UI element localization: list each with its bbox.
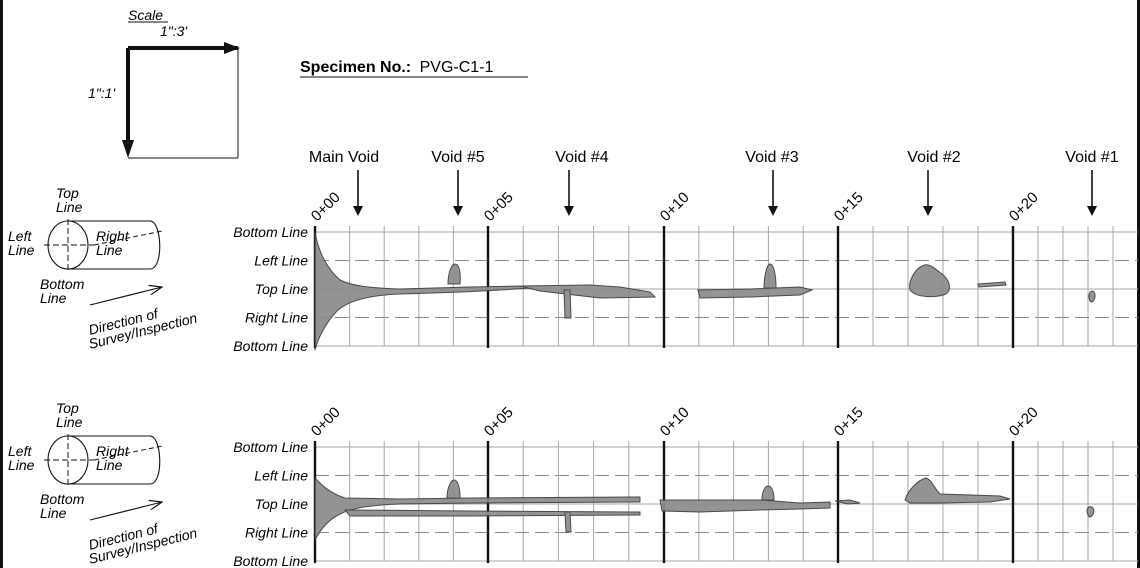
void-label-main: Main Void xyxy=(309,149,379,166)
pipe-key-label: Line xyxy=(8,457,35,473)
pipe-right-line xyxy=(93,230,163,246)
pipe-body xyxy=(68,435,161,485)
pipe-right-line xyxy=(93,445,163,461)
void-2-shape-bottom xyxy=(904,477,1011,504)
row-label: Top Line xyxy=(255,496,308,512)
void-4-drop-bottom xyxy=(564,511,572,533)
row-label: Bottom Line xyxy=(233,439,308,455)
station-label: 0+20 xyxy=(1006,189,1042,225)
lower-trace-bottom xyxy=(343,509,641,517)
void-label-5: Void #5 xyxy=(431,149,484,166)
direction-arrow xyxy=(89,502,162,521)
pipe-key-label: Right xyxy=(96,228,130,244)
void-label-1: Void #1 xyxy=(1065,149,1118,166)
void-label-3: Void #3 xyxy=(745,149,798,166)
row-label: Bottom Line xyxy=(233,553,308,568)
pipe-body xyxy=(68,220,161,270)
pipe-orientation-key: TopLineLeftLineRightLineBottomLineDirect… xyxy=(8,185,199,352)
pipe-key-label: Bottom xyxy=(40,491,85,507)
row-label: Right Line xyxy=(245,310,308,326)
station-label: 0+20 xyxy=(1006,404,1042,440)
void-3-bump-top xyxy=(763,263,777,289)
station-label: 0+15 xyxy=(831,189,867,225)
row-label: Left Line xyxy=(254,253,308,269)
pipe-orientation-key: TopLineLeftLineRightLineBottomLineDirect… xyxy=(8,400,199,567)
void-callouts: Main Void Void #5 Void #4 Void #3 Void #… xyxy=(309,149,1119,216)
pipe-key-label: Right xyxy=(96,443,130,459)
pipe-key-label: Left xyxy=(8,443,32,459)
void-1-shape-top xyxy=(1088,290,1096,303)
row-label: Bottom Line xyxy=(233,338,308,354)
pipe-key-label: Line xyxy=(56,414,83,430)
void-5-shape-top xyxy=(447,263,461,285)
void-2-trace-top xyxy=(977,281,1007,288)
pipe-key-label: Line xyxy=(8,242,35,258)
void-traces-top xyxy=(314,231,1096,351)
scale-vertical-arrowhead xyxy=(122,140,134,158)
svg-text:Specimen No.: PVG-C1-1: Specimen No.: PVG-C1-1 xyxy=(300,59,493,76)
pipe-key-label: Top xyxy=(56,400,79,416)
row-label: Bottom Line xyxy=(233,224,308,240)
specimen-value: PVG-C1-1 xyxy=(420,59,494,76)
void-4-drop-top xyxy=(563,289,572,319)
pipe-key-label: Line xyxy=(40,505,67,521)
row-label: Top Line xyxy=(255,281,308,297)
void-1-shape-bottom xyxy=(1086,506,1095,518)
void-label-2: Void #2 xyxy=(907,149,960,166)
void-3-tail-bottom xyxy=(834,499,861,505)
pipe-key-label: Line xyxy=(56,199,83,215)
void-3-trace-bottom xyxy=(659,499,831,513)
pipe-key-label: Top xyxy=(56,185,79,201)
pipe-key-label: Line xyxy=(40,290,67,306)
station-label: 0+00 xyxy=(308,404,344,440)
row-label: Left Line xyxy=(254,468,308,484)
pipe-key-label: Line xyxy=(96,242,123,258)
scale-title: Scale xyxy=(128,7,163,23)
specimen-label: Specimen No.: xyxy=(300,59,411,76)
station-label: 0+10 xyxy=(657,404,693,440)
void-traces-bottom xyxy=(314,476,1095,541)
main-void-shape-bottom xyxy=(314,476,641,541)
void-label-4: Void #4 xyxy=(555,149,608,166)
row-label: Right Line xyxy=(245,525,308,541)
void-4-trace-top xyxy=(519,284,657,299)
station-label: 0+15 xyxy=(831,404,867,440)
void-3-bump-bottom xyxy=(761,485,775,501)
scale-vertical-label: 1":1' xyxy=(88,85,116,101)
station-label: 0+05 xyxy=(481,404,517,440)
void-3-trace-top xyxy=(697,286,814,299)
pipe-key-label: Line xyxy=(96,457,123,473)
station-label: 0+00 xyxy=(308,189,344,225)
main-void-shape-top xyxy=(314,231,541,351)
scale-horizontal-arrowhead xyxy=(224,42,240,54)
scale-horizontal-label: 1":3' xyxy=(160,23,188,39)
pipe-key-label: Bottom xyxy=(40,276,85,292)
specimen-heading: Specimen No.: PVG-C1-1 xyxy=(300,59,528,78)
pipe-key-label: Left xyxy=(8,228,32,244)
station-label: 0+10 xyxy=(657,189,693,225)
scale-indicator: Scale 1":3' 1":1' xyxy=(88,7,240,159)
void-5-shape-bottom xyxy=(446,479,461,499)
direction-arrow xyxy=(89,287,162,306)
station-label: 0+05 xyxy=(481,189,517,225)
void-2-shape-top xyxy=(909,264,950,298)
